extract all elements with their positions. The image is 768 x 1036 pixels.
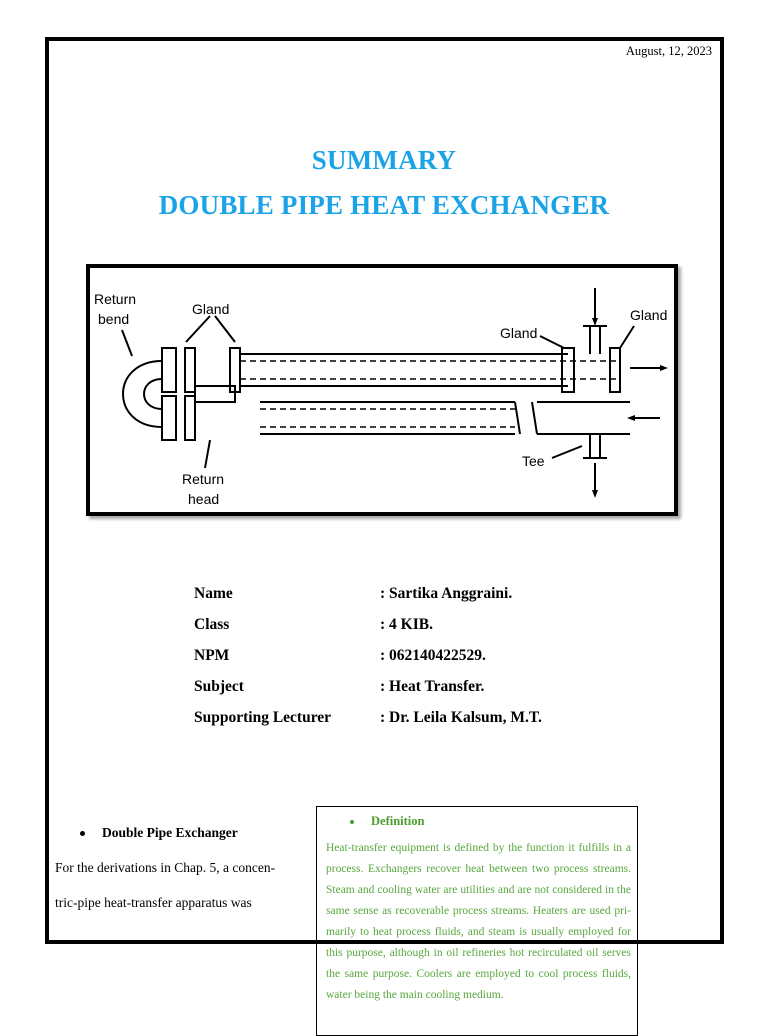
info-label: Class [194, 615, 230, 633]
label-tee: Tee [522, 453, 545, 469]
label-return-head-line1: Return [182, 471, 224, 487]
definition-heading-text: Definition [371, 814, 425, 828]
definition-box: Definition Heat-transfer equipment is de… [316, 806, 638, 1036]
page-border [45, 37, 724, 944]
document-title-summary: SUMMARY [311, 145, 457, 175]
document-title-main: DOUBLE PIPE HEAT EXCHANGER [158, 190, 610, 220]
info-label: Subject [194, 677, 244, 695]
label-return-head-line2: head [188, 491, 219, 507]
student-info: Name : Sartika Anggraini. Class : 4 KIB.… [194, 578, 542, 733]
label-return-bend-line2: bend [98, 311, 129, 327]
info-value: : Sartika Anggraini. [380, 584, 513, 602]
info-value: : 4 KIB. [380, 615, 433, 633]
info-value: : 062140422529. [380, 646, 486, 664]
bullet-icon [350, 819, 354, 824]
section-heading-double-pipe: Double Pipe Exchanger [80, 825, 238, 841]
info-row-subject: Subject : Heat Transfer. [194, 671, 542, 702]
info-label: Name [194, 584, 233, 602]
label-return-bend-line1: Return [94, 291, 136, 307]
bullet-icon [80, 830, 85, 836]
section-heading-text: Double Pipe Exchanger [102, 825, 238, 840]
info-value: : Dr. Leila Kalsum, M.T. [380, 708, 542, 726]
document-date: August, 12, 2023 [625, 44, 712, 58]
label-gland-left: Gland [192, 301, 229, 317]
definition-text: Heat-transfer equipment is defined by th… [326, 842, 631, 1001]
info-value: : Heat Transfer. [380, 677, 485, 695]
paragraph-line: For the derivations in Chap. 5, a concen… [55, 860, 276, 875]
info-row-name: Name : Sartika Anggraini. [194, 578, 542, 609]
info-row-class: Class : 4 KIB. [194, 609, 542, 640]
paragraph-line: tric-pipe heat-transfer apparatus was [55, 895, 252, 910]
info-label: NPM [194, 646, 230, 664]
definition-heading: Definition [350, 814, 424, 829]
info-row-lecturer: Supporting Lecturer : Dr. Leila Kalsum, … [194, 702, 542, 733]
info-label: Supporting Lecturer [194, 708, 332, 726]
label-gland-middle: Gland [500, 325, 537, 341]
heat-exchanger-diagram: Return bend Gland Gland Gland Return hea… [94, 288, 668, 507]
info-row-npm: NPM : 062140422529. [194, 640, 542, 671]
section-paragraph: For the derivations in Chap. 5, a concen… [55, 850, 310, 920]
label-gland-right: Gland [630, 307, 667, 323]
heat-exchanger-figure: Return bend Gland Gland Gland Return hea… [86, 264, 678, 516]
